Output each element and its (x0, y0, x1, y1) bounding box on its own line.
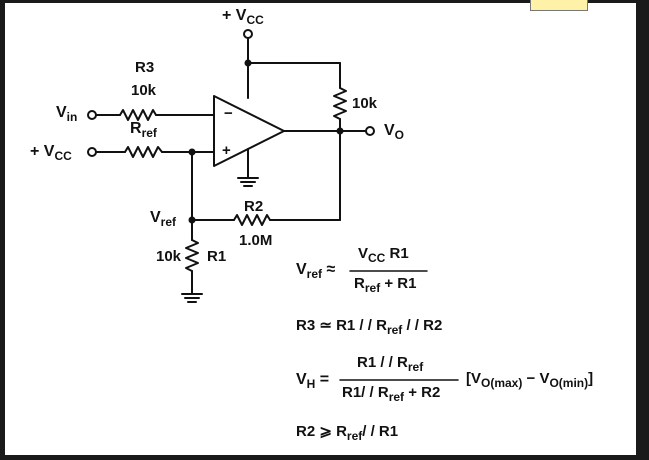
window-frame-left (0, 0, 5, 455)
eq3-numerator: R1 / / Rref (357, 354, 424, 374)
vcc-left-terminal (87, 147, 97, 157)
rref-resistor (124, 146, 163, 158)
vo-terminal (365, 126, 375, 136)
rref-label: Rref (130, 120, 157, 140)
window-frame-top (0, 0, 649, 3)
eq3-lhs: VH = (296, 371, 330, 391)
opamp-triangle (213, 95, 285, 167)
junction-noninverting (188, 148, 196, 156)
eq4: R2 ⩾ Rref/ / R1 (296, 423, 399, 443)
vref-label: Vref (150, 209, 177, 229)
junction-vref (188, 216, 196, 224)
r1-name-label: R1 (207, 248, 227, 265)
r1-value-label: 10k (156, 248, 182, 265)
window-frame-right (636, 0, 649, 460)
vcc-top-label: + VCC (222, 7, 264, 27)
r3-resistor (119, 109, 157, 121)
r2-resistor (233, 214, 271, 226)
vcc-top-terminal (243, 29, 253, 39)
r2-value-label: 1.0M (239, 232, 273, 249)
eq3-bracket-term: [VO(max) − VO(min)] (466, 370, 594, 390)
window-frame-bottom (0, 455, 649, 460)
note-icon[interactable] (530, 0, 588, 11)
eq1-denominator: Rref + R1 (354, 275, 417, 295)
vin-label: Vin (56, 104, 78, 124)
r2-name-label: R2 (244, 198, 264, 215)
eq3-denominator: R1/ / Rref + R2 (342, 384, 441, 404)
junction-output (336, 127, 344, 135)
r3-value-label: 10k (131, 82, 157, 99)
eq1-lhs: Vref ≈ (296, 261, 336, 281)
vin-terminal (87, 110, 97, 120)
r1-resistor (185, 239, 199, 272)
vo-label: VO (384, 122, 405, 142)
vcc-left-label: + VCC (30, 143, 72, 163)
pullup-value-label: 10k (352, 95, 378, 112)
junction-vcc-top (244, 59, 252, 67)
opamp-minus-label: − (224, 105, 233, 122)
pullup-resistor (333, 87, 347, 120)
opamp-plus-label: + (222, 142, 231, 159)
r3-name-label: R3 (135, 59, 155, 76)
eq1-numerator: VCC R1 (358, 245, 409, 265)
eq2: R3 ≃ R1 / / Rref / / R2 (296, 317, 443, 337)
